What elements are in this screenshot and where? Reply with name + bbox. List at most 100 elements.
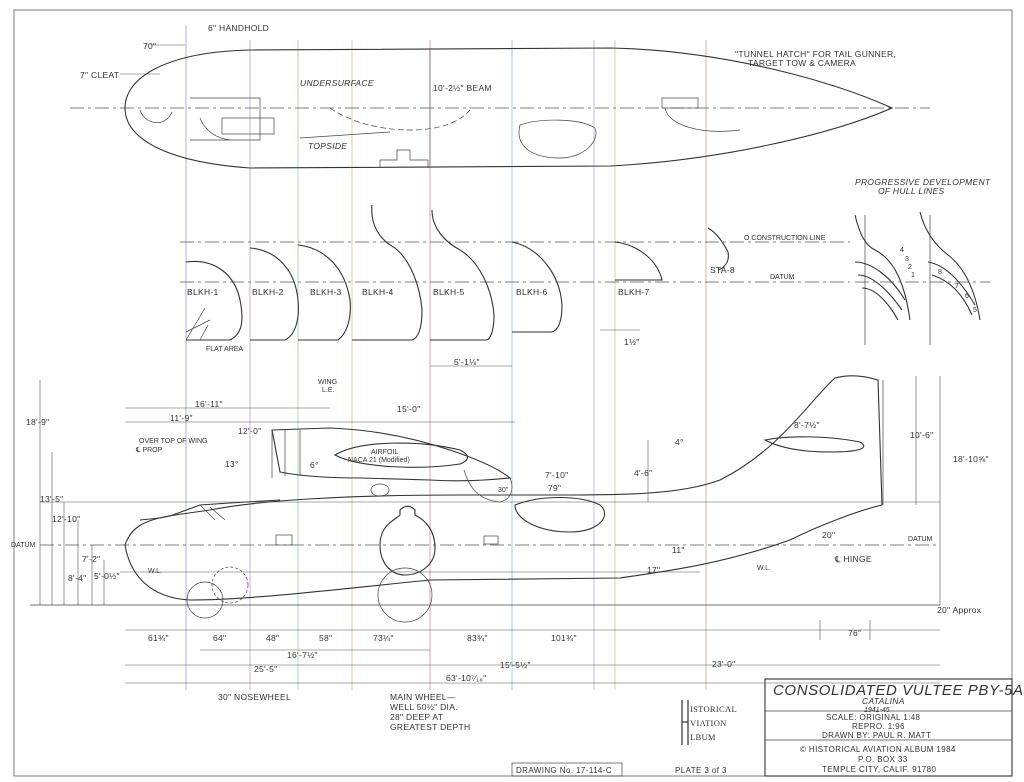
hull-lines-title-2: OF HULL LINES [878,186,944,196]
bottom-dim-4: 58" [319,633,332,643]
airfoil-section [333,442,469,468]
dim-15-0: 15'-0" [397,404,420,414]
hull-outline-side [124,375,883,601]
dim-12-10: 12'-10" [52,514,80,524]
beam-label: 10'-2½" BEAM [433,83,492,93]
airfoil-label-1: AIRFOIL [371,449,398,456]
mainwheel-note-3: 28" DEEP AT [390,712,443,722]
dim-18-9: 18'-9" [26,417,49,427]
title-block-pobox: P.O. BOX 33 [858,755,908,764]
tunnel-hatch-label-2: TARGET TOW & CAMERA [748,58,856,68]
step-plan [379,149,429,168]
section-blkh-6 [511,241,563,333]
dim-63-10: 63'-10⁷⁄₁₆" [446,673,486,683]
construction-line-label: O CONSTRUCTION LINE [744,235,826,242]
dim-79: 79" [548,483,561,493]
curve-num-3: 3 [905,256,909,263]
drawing-number: DRAWING No. 17-114-C [516,766,612,775]
dim-5ft-label: 5'-1⅛" [454,357,480,367]
title-block-subtitle: CATALINA [862,696,905,706]
label-sta-8: STA-8 [710,265,735,275]
dim-70-label: 70" [143,41,156,51]
dim-11: 11" [672,545,685,555]
section-blkh-3 [297,244,351,341]
dim-4-6: 4'-6" [634,468,652,478]
plate-number: PLATE 3 of 3 [675,766,727,775]
section-blkh-5 [430,209,495,341]
title-block-years: 1941-45 [864,707,890,714]
logo-line-1: ISTORICAL [690,704,737,714]
over-top-label: OVER TOP OF WING [139,438,207,445]
datum-label: DATUM [770,274,795,281]
dim-7-2: 7'-2" [82,554,100,564]
dim-17: 17" [647,565,660,575]
bottom-dim-1: 61¾" [148,633,169,643]
wing-le-label-1: WING [318,379,337,386]
dim-25-5: 25'-5" [254,664,277,674]
side-view: WING L.E. 16'-11" 11'-9" 15'-0" 18'-9" 1… [11,375,989,684]
tail-float [514,496,606,533]
title-block: CONSOLIDATED VULTEE PBY-5A CATALINA 1941… [764,678,1024,777]
dim-30: 30" [498,487,509,494]
airfoil-label-2: NACA 21 (Modified) [348,457,410,464]
dim-76: 76" [848,628,861,638]
nosewheel-note: 30" NOSEWHEEL [218,692,291,702]
dim-18-10: 18'-10⅝" [953,454,989,464]
curve-num-1: 1 [911,272,915,279]
datum-left-label: DATUM [11,542,36,549]
dim-12-0: 12'-0" [238,426,261,436]
mainwheel-note-2: WELL 50½" DIA. [390,702,458,712]
hull-lines-development: PROGRESSIVE DEVELOPMENT OF HULL LINES 4 … [854,177,991,345]
hull-outline-plan [124,47,894,169]
section-blkh-4 [352,204,423,341]
logo-line-3: LBUM [690,732,716,742]
title-block-copyright: © HISTORICAL AVIATION ALBUM 1984 [800,745,956,754]
curve-num-6: 6 [965,293,969,300]
engine-nacelle [271,427,512,482]
hatch-plan [221,117,275,135]
tail-plane [763,436,865,453]
wl-right-label: W.L. [757,565,771,572]
dim-8-4: 8'-4" [68,573,86,583]
bulkhead-sections: O CONSTRUCTION LINE DATUM BLKH-1 BLKH-2 … [180,204,850,367]
section-sta-8 [707,227,729,271]
dim-1half-label: 1½" [624,337,640,347]
cleat-label: 7" CLEAT [80,70,119,80]
dim-4deg: 4° [675,437,684,447]
dim-16-7: 16'-7½" [287,650,318,660]
flat-area-label: FLAT AREA [206,346,243,353]
drawing-number-box [511,762,623,777]
label-blkh-5: BLKH-5 [433,287,465,297]
wl-left-label: W.L. [148,568,162,575]
datum-right-label: DATUM [908,536,933,543]
dim-23-0: 23'-0" [712,659,735,669]
window-2 [483,535,499,545]
label-blkh-4: BLKH-4 [362,287,394,297]
title-block-scale: SCALE: ORIGINAL 1:48 [826,713,921,722]
label-blkh-7: BLKH-7 [618,287,650,297]
section-blkh-1 [185,260,243,341]
bottom-dim-7: 101¾" [551,633,577,643]
handhold-label: 6" HANDHOLD [208,23,269,33]
curve-num-2: 2 [908,264,912,271]
cabin-top [139,499,281,521]
bottom-dim-5: 73¼" [373,633,394,643]
dim-8-7: 8'-7½" [794,420,820,430]
dim-10-6: 10'-6" [910,430,933,440]
window-1 [275,534,293,546]
topside-label: TOPSIDE [308,141,347,151]
hinge-label: ℄ HINGE [834,554,872,564]
dim-20-approx: 20" Approx [937,605,982,615]
title-block-title: CONSOLIDATED VULTEE PBY-5A [773,682,1024,699]
curve-num-5: 5 [973,307,977,314]
dim-15-5: 15'-5½" [500,660,531,670]
dim-5-0: 5'-0½" [94,571,120,581]
curve-num-7: 7 [955,283,959,290]
wing-le-label-2: L.E. [322,387,335,394]
undersurface-label: UNDERSURFACE [300,78,374,88]
dim-13deg: 13° [225,459,239,469]
mainwheel-note-1: MAIN WHEEL— [390,692,456,702]
prop-label: ℄ PROP [135,447,163,454]
dim-7-10: 7'-10" [545,470,568,480]
